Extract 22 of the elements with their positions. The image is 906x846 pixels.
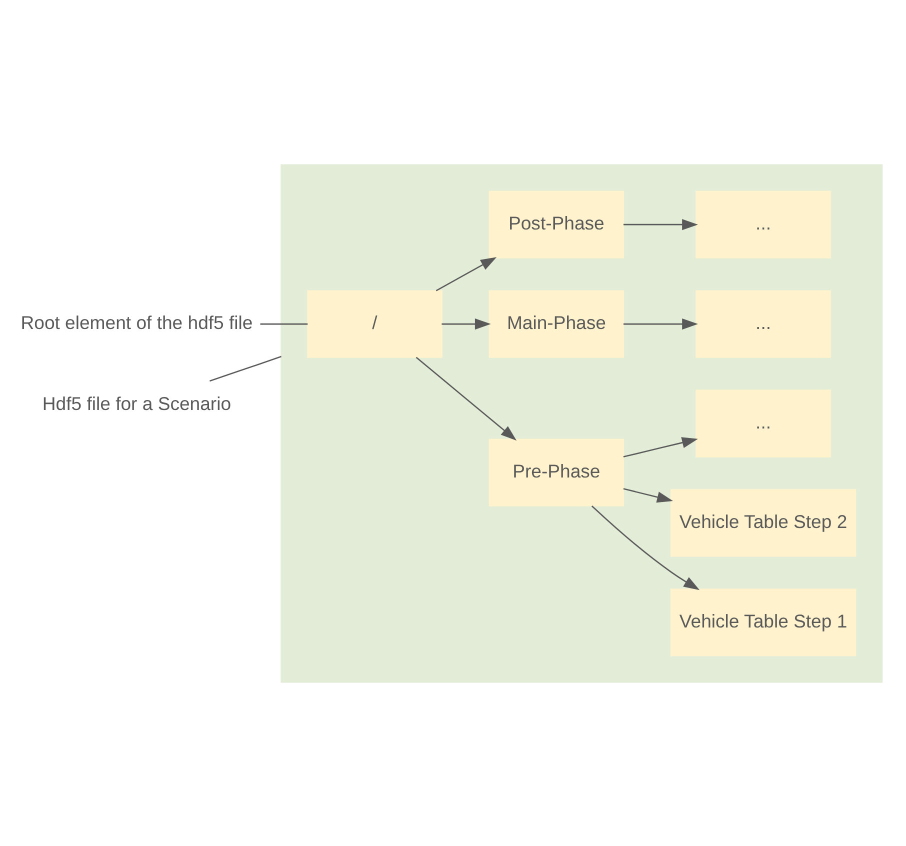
cluster bbox=[280, 164, 883, 682]
arrow bbox=[436, 256, 497, 291]
node-box: Vehicle Table Step 2 bbox=[670, 488, 856, 556]
node-text: Hdf5 file for a Scenario bbox=[42, 392, 232, 414]
node-box: Post-Phase bbox=[488, 190, 624, 258]
node-text: Root element of the hdf5 file bbox=[20, 311, 253, 332]
arrow bbox=[442, 318, 491, 330]
node-box: Pre-Phase bbox=[488, 438, 624, 506]
arrow bbox=[624, 218, 698, 230]
node-box: ... bbox=[696, 389, 831, 457]
arrow bbox=[623, 436, 698, 457]
node-box: ... bbox=[696, 290, 831, 358]
arrow bbox=[591, 504, 700, 590]
connector bbox=[260, 322, 308, 324]
node-box: Main-Phase bbox=[488, 290, 624, 358]
node-box: Vehicle Table Step 1 bbox=[670, 588, 856, 656]
node-box: ... bbox=[696, 190, 831, 258]
connector bbox=[210, 355, 282, 382]
node-box: / bbox=[307, 290, 442, 358]
arrow bbox=[624, 318, 698, 330]
arrow bbox=[623, 488, 673, 502]
arrow bbox=[416, 356, 517, 440]
